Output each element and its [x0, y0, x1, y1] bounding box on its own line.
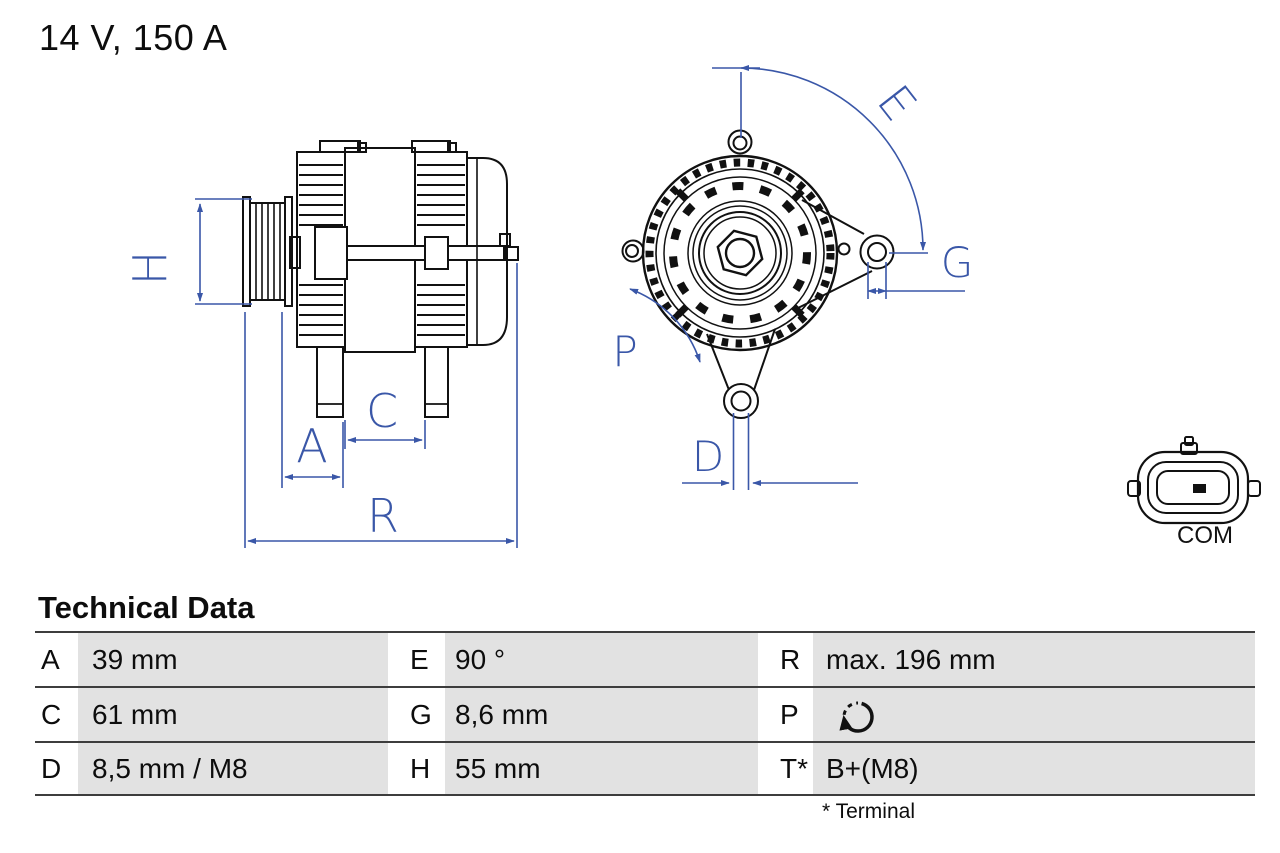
dimension-r	[244, 263, 518, 548]
dimension-a	[281, 312, 344, 488]
dim-r-value: max. 196 mm	[813, 633, 1255, 686]
dim-a-label: A	[35, 633, 78, 686]
technical-data-title: Technical Data	[38, 590, 255, 625]
dim-label-r: R	[367, 489, 399, 543]
dimension-g	[867, 262, 965, 299]
technical-data-table: A 39 mm E 90 ° R max. 196 mm C 61 mm G 8…	[35, 631, 1255, 796]
dim-h-value: 55 mm	[445, 743, 758, 794]
dimension-e	[712, 64, 928, 254]
com-connector-label: COM	[1177, 522, 1233, 549]
table-row: C 61 mm G 8,6 mm P	[35, 686, 1255, 741]
dim-label-p: P	[612, 327, 637, 376]
dim-d-label: D	[35, 743, 78, 794]
dim-e-label: E	[388, 633, 445, 686]
dimension-d	[682, 413, 858, 490]
product-rating: 14 V, 150 A	[39, 17, 228, 58]
table-row: D 8,5 mm / M8 H 55 mm T* B+(M8)	[35, 741, 1255, 796]
front-view-drawing	[621, 129, 895, 419]
dim-p-label: P	[758, 688, 813, 741]
terminal-footnote: * Terminal	[822, 800, 915, 823]
table-row: A 39 mm E 90 ° R max. 196 mm	[35, 631, 1255, 686]
dim-r-label: R	[758, 633, 813, 686]
side-view-drawing	[242, 140, 519, 418]
dim-p-value	[813, 688, 1255, 741]
dim-label-e: E	[867, 75, 927, 131]
terminal-label: T*	[758, 743, 813, 794]
dim-h-label: H	[388, 743, 445, 794]
dim-a-value: 39 mm	[78, 633, 388, 686]
dim-d-value: 8,5 mm / M8	[78, 743, 388, 794]
terminal-value: B+(M8)	[813, 743, 1255, 794]
com-connector-icon	[1127, 436, 1261, 525]
dim-g-label: G	[388, 688, 445, 741]
dim-e-value: 90 °	[445, 633, 758, 686]
dimension-p	[629, 288, 701, 363]
dim-c-label: C	[35, 688, 78, 741]
technical-drawing: H A C R	[123, 64, 1261, 549]
dim-c-value: 61 mm	[78, 688, 388, 741]
dim-label-d: D	[692, 432, 724, 481]
dim-label-g: G	[941, 238, 974, 287]
rotation-clockwise-icon	[839, 700, 874, 733]
dim-g-value: 8,6 mm	[445, 688, 758, 741]
dim-label-h: H	[123, 251, 177, 286]
dim-label-a: A	[296, 419, 327, 473]
dimension-h	[195, 198, 252, 305]
dim-label-c: C	[366, 384, 398, 438]
dimension-c	[344, 420, 426, 449]
